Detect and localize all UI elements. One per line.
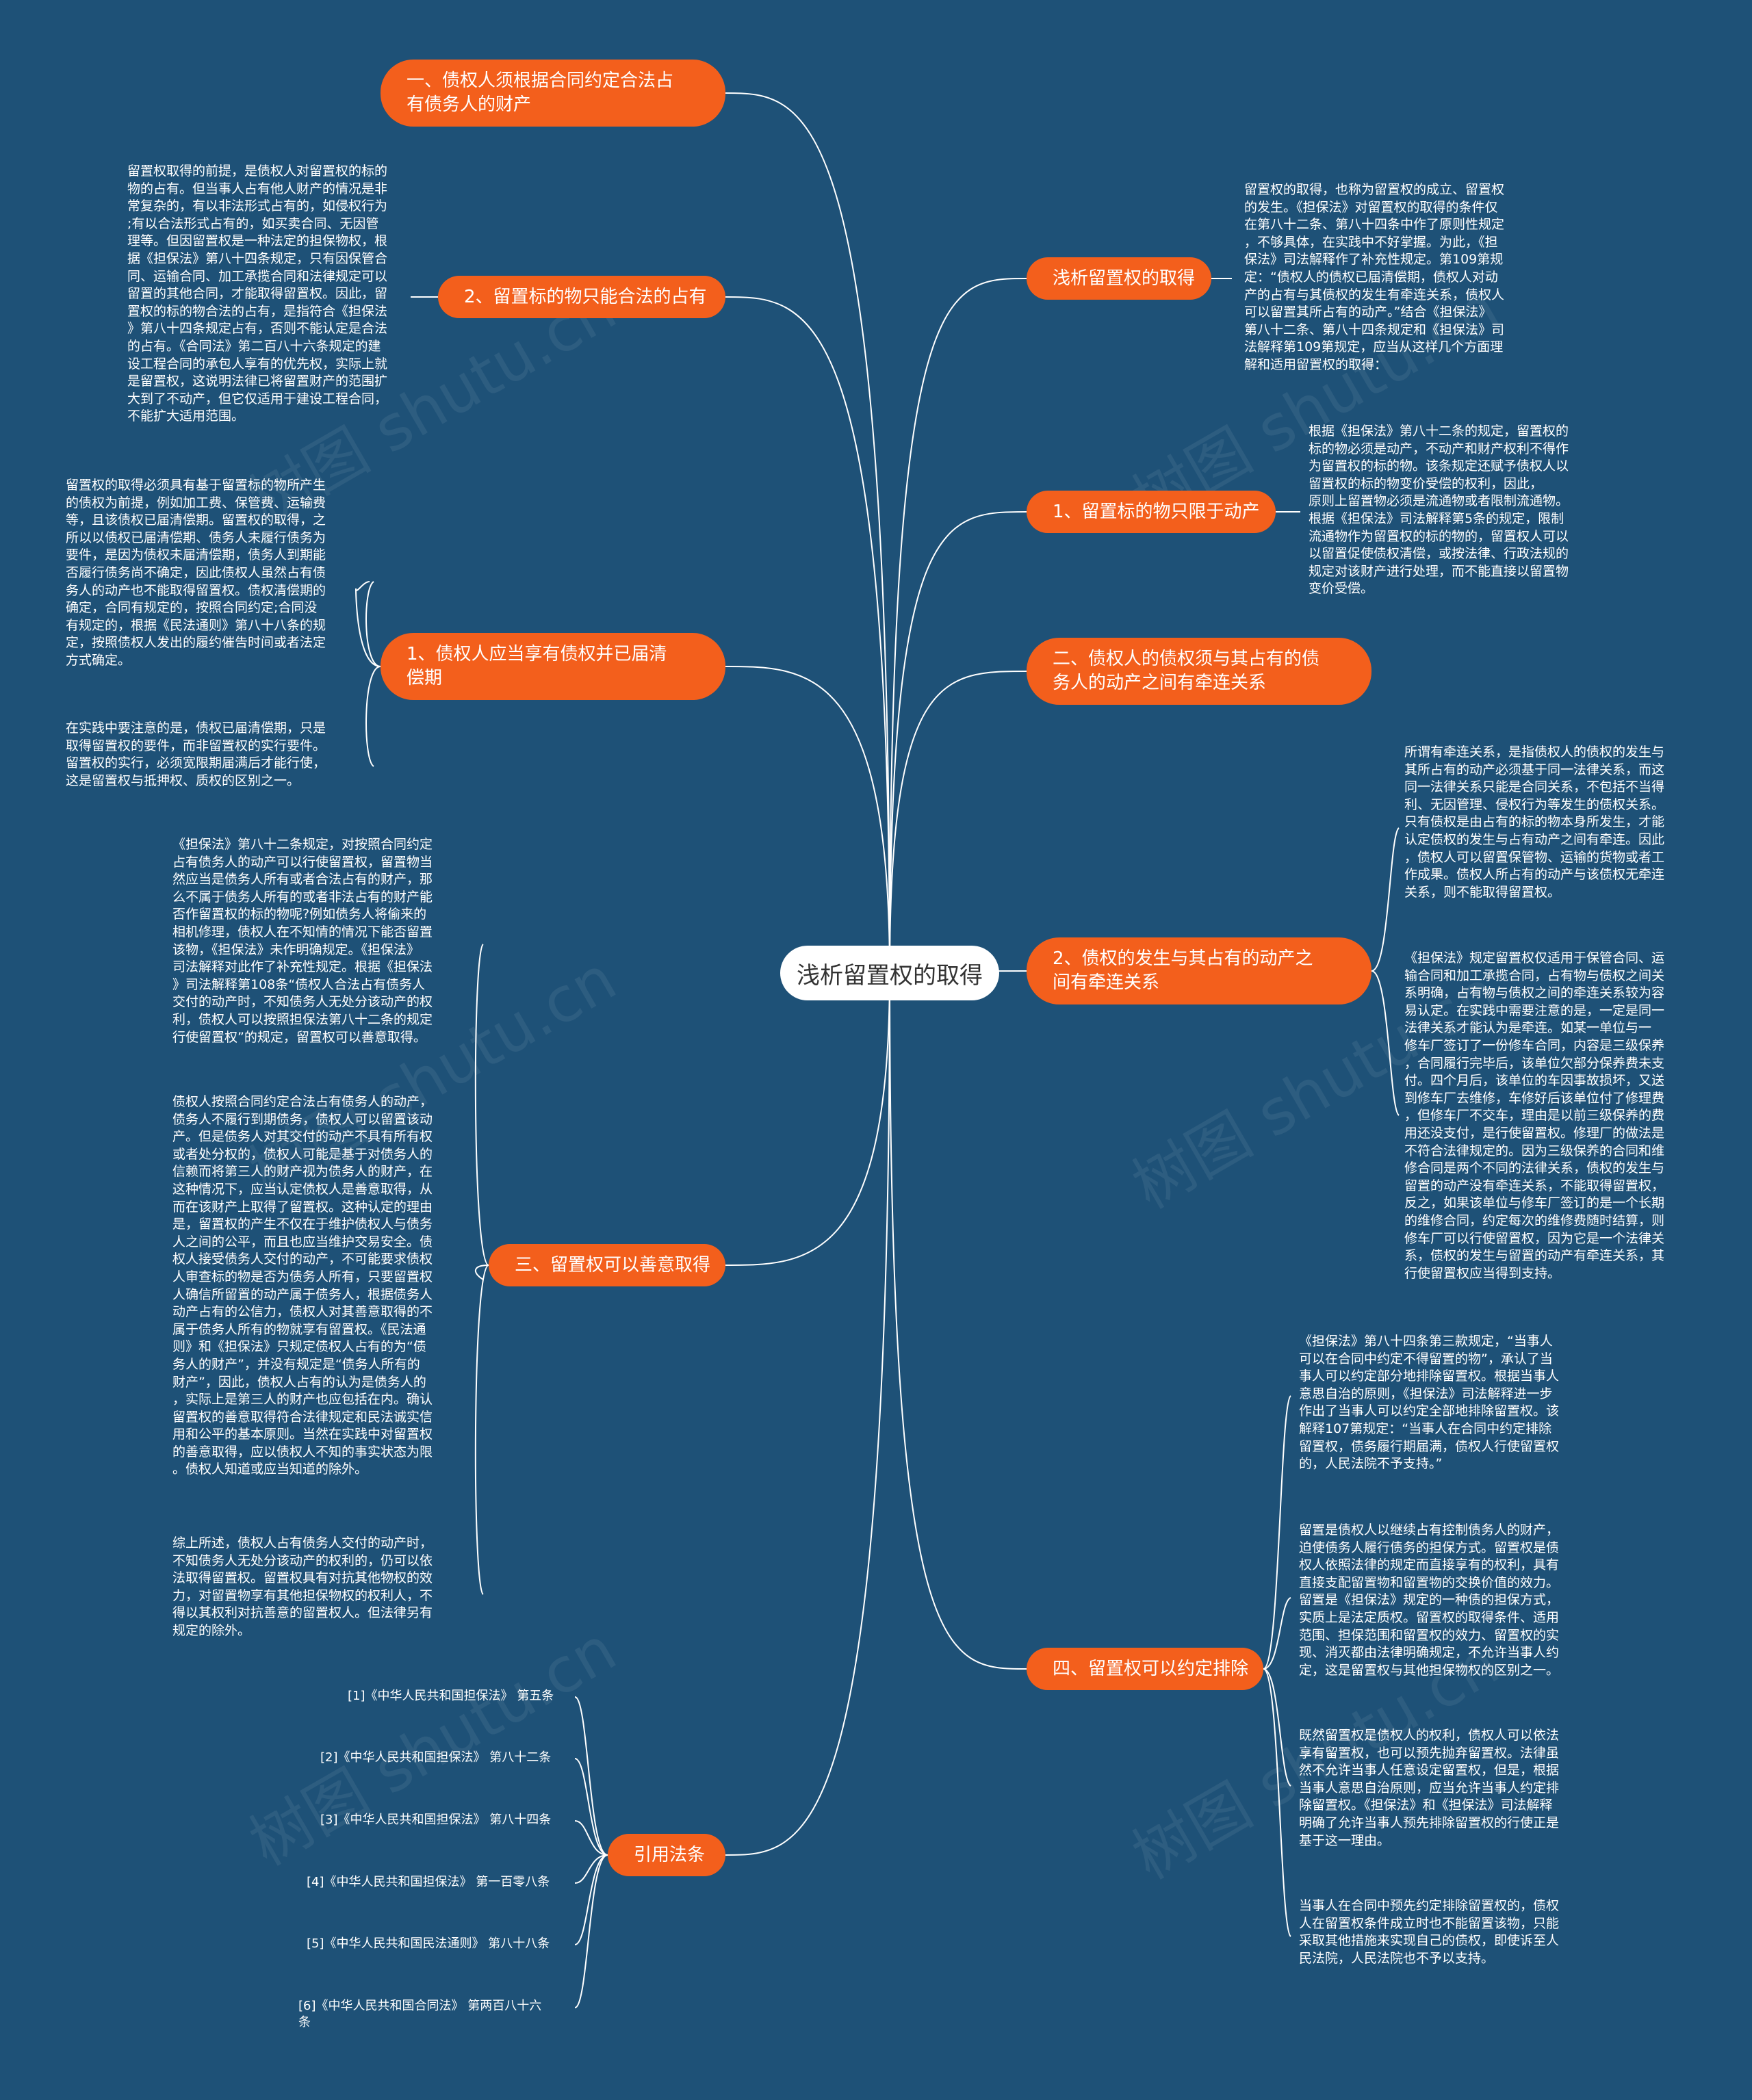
leaf-text: 《担保法》规定留置权仅适用于保管合同、运 输合同和加工承揽合同，占有物与债权之间… [1404,950,1665,1281]
branch-connector [889,972,1027,1670]
branch-connector [889,278,1027,974]
branch-good-faith[interactable]: 三、留置权可以善意取得 [489,1244,725,1286]
reference-connector [574,1820,608,1856]
branch-debt-connection[interactable]: 2、债权的发生与其占有的动产之 间有牵连关系 [1027,937,1371,1004]
reference-connector [574,1854,608,1945]
leaf-connector [1263,1597,1291,1670]
leaf-text: 在实践中要注意的是，债权已届清偿期，只是 取得留置权的要件，而非留置权的实行要件… [66,721,326,788]
branch-connector [889,511,1027,974]
leaf-connector [1263,1395,1291,1670]
leaf-text: 留置权取得的前提，是债权人对留置权的标的 物的占有。但当事人占有他人财产的情况是… [127,164,388,424]
branch-acquisition-intro[interactable]: 浅析留置权的取得 [1027,257,1211,300]
leaf-text: 《担保法》第八十二条规定，对按照合同约定 占有债务人的动产可以行使留置权，留置物… [172,837,433,1045]
leaf-connector [365,581,381,667]
leaf-connector [1263,1668,1291,1937]
reference-connector [574,1854,608,2008]
branch-connector [889,671,1027,974]
reference-connector [574,1696,608,1856]
branch-possession-by-contract[interactable]: 一、债权人须根据合同约定合法占 有债务人的财产 [381,60,725,127]
reference-item: [6]《中华人民共和国合同法》 第两百八十六 条 [298,1999,542,2030]
reference-item: [5]《中华人民共和国民法通则》 第八十八条 [307,1936,550,1951]
reference-item: [3]《中华人民共和国担保法》 第八十四条 [320,1813,552,1827]
branch-references[interactable]: 引用法条 [608,1834,725,1876]
branch-lawful-possession[interactable]: 2、留置标的物只能合法的占有 [438,276,725,318]
leaf-text: 综上所述，债权人占有债务人交付的动产时， 不知债务人无处分该动产的权利的，仍可以… [172,1535,433,1638]
leaf-text: 留置是债权人以继续占有控制债务人的财产， 迫使债务人履行债务的担保方式。留置权是… [1299,1522,1560,1678]
leaf-text: 留置权的取得，也称为留置权的成立、留置权 的发生。《担保法》对留置权的取得的条件… [1244,182,1505,372]
branch-connector [725,92,890,974]
reference-item: [1]《中华人民共和国担保法》 第五条 [348,1689,554,1703]
center-topic[interactable]: 浅析留置权的取得 [780,946,999,1000]
reference-item: [2]《中华人民共和国担保法》 第八十二条 [320,1750,552,1765]
branch-connector [725,666,890,974]
leaf-connector [365,666,381,767]
leaf-connector [1263,1668,1291,1787]
branch-connector [725,972,890,1856]
leaf-text: 根据《担保法》第八十二条的规定，留置权的 标的物必须是动产，不动产和财产权利不得… [1309,424,1569,597]
branch-movables-only[interactable]: 1、留置标的物只限于动产 [1027,491,1276,533]
branch-connection[interactable]: 二、债权人的债权须与其占有的债 务人的动产之间有牵连关系 [1027,638,1371,705]
leaf-connector [475,1265,489,1280]
reference-item: [4]《中华人民共和国担保法》 第一百零八条 [307,1875,550,1889]
leaf-connector [1371,970,1400,1116]
leaf-text: 当事人在合同中预先约定排除留置权的，债权 人在留置权条件成立时也不能留置该物，只… [1299,1898,1560,1966]
branch-debt-due[interactable]: 1、债权人应当享有债权并已届清 偿期 [381,633,725,700]
branch-exclusion[interactable]: 四、留置权可以约定排除 [1027,1648,1263,1690]
reference-connector [574,1758,608,1856]
leaf-connector [474,944,489,1266]
leaf-text: 所谓有牵连关系，是指债权人的债权的发生与 其所占有的动产必须基于同一法律关系，而… [1404,744,1665,900]
leaf-connector [1371,827,1400,972]
leaf-connector [474,1265,489,1595]
leaf-text: 《担保法》第八十四条第三款规定，“当事人 可以在合同中约定不得留置的物”，承认了… [1299,1334,1560,1472]
leaf-text: 留置权的取得必须具有基于留置标的物所产生 的债权为前提，例如加工费、保管费、运输… [66,478,326,668]
branch-connector [725,296,890,974]
branch-connector [725,972,890,1266]
leaf-text: 既然留置权是债权人的权利，债权人可以依法 享有留置权，也可以预先抛弃留置权。法律… [1299,1728,1560,1848]
leaf-connector [355,581,381,667]
leaf-text: 债权人按照合同约定合法占有债务人的动产， 债务人不履行到期债务，债权人可以留置该… [172,1094,433,1477]
reference-connector [574,1854,608,1884]
